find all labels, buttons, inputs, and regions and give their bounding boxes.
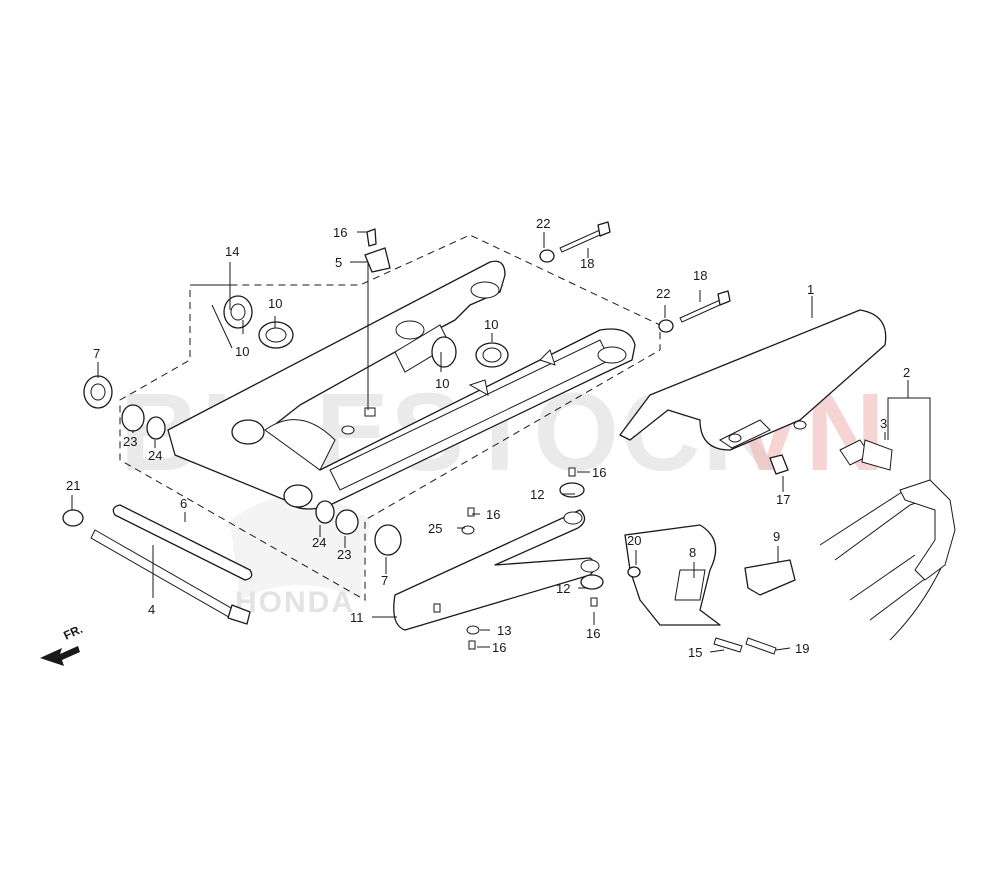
pivot-bolt <box>62 504 253 625</box>
callout-2: 2 <box>903 365 910 380</box>
callout-6: 6 <box>180 496 187 511</box>
callout-14: 14 <box>225 244 239 259</box>
chain-case <box>619 309 887 475</box>
callout-1: 1 <box>807 282 814 297</box>
callout-11: 11 <box>350 610 364 625</box>
watermark-logo-text: HONDA <box>235 586 355 619</box>
callout-18: 18 <box>693 268 707 283</box>
callout-16: 16 <box>492 640 506 655</box>
drive-chain <box>819 439 956 641</box>
chain-guide <box>624 524 796 655</box>
swingarm-assembly-outline <box>119 234 661 601</box>
callout-3: 3 <box>880 416 887 431</box>
front-direction-label: FR. <box>61 622 84 643</box>
callout-15: 15 <box>688 645 702 660</box>
callout-18: 18 <box>580 256 594 271</box>
callout-16: 16 <box>592 465 606 480</box>
callout-7: 7 <box>381 573 388 588</box>
callout-16: 16 <box>486 507 500 522</box>
callout-16: 16 <box>586 626 600 641</box>
leader-lines <box>71 231 931 653</box>
front-direction-arrow: FR. <box>40 622 85 666</box>
callout-10: 10 <box>235 344 249 359</box>
callout-10: 10 <box>435 376 449 391</box>
callout-12: 12 <box>556 581 570 596</box>
honda-wing-logo <box>230 495 370 600</box>
callout-4: 4 <box>148 602 155 617</box>
callout-12: 12 <box>530 487 544 502</box>
callout-25: 25 <box>428 521 442 536</box>
callout-8: 8 <box>689 545 696 560</box>
pivot-bearings <box>83 295 509 556</box>
callout-5: 5 <box>335 255 342 270</box>
callout-19: 19 <box>795 641 809 656</box>
callout-13: 13 <box>497 623 511 638</box>
callout-21: 21 <box>66 478 80 493</box>
callout-23: 23 <box>123 434 137 449</box>
callout-7: 7 <box>93 346 100 361</box>
callout-10: 10 <box>268 296 282 311</box>
callout-22: 22 <box>656 286 670 301</box>
bracket-5 <box>364 228 391 273</box>
callout-24: 24 <box>148 448 162 463</box>
callout-10: 10 <box>484 317 498 332</box>
chain-slider <box>393 467 604 650</box>
callout-24: 24 <box>312 535 326 550</box>
callout-17: 17 <box>776 492 790 507</box>
callout-16: 16 <box>333 225 347 240</box>
callout-numbers: 14 10 10 10 10 7 23 24 16 5 22 18 22 18 … <box>66 216 910 660</box>
callout-22: 22 <box>536 216 550 231</box>
callout-23: 23 <box>337 547 351 562</box>
callout-9: 9 <box>773 529 780 544</box>
callout-20: 20 <box>627 533 641 548</box>
swingarm <box>167 260 636 510</box>
chain-case-bolts <box>539 221 731 333</box>
